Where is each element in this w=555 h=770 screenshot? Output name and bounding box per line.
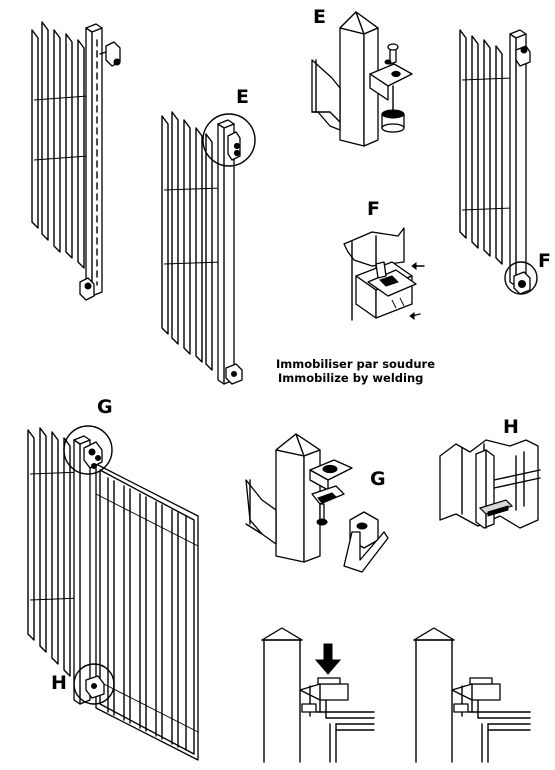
top-bracket: [99, 41, 121, 67]
detail-circle-h: [73, 663, 115, 705]
detail-e-post-top: [311, 11, 413, 147]
label-e-detail: E: [313, 6, 326, 28]
detail-g-hinge: [245, 433, 389, 573]
note-english: Immobilize by welding: [278, 371, 424, 385]
label-g-circle: G: [97, 396, 113, 418]
label-h-circle: H: [51, 672, 67, 694]
detail-f-bracket: [343, 227, 425, 321]
note-french: Immobiliser par soudure: [276, 357, 436, 371]
label-f-detail: F: [367, 198, 380, 220]
label-e-circle: E: [236, 86, 249, 108]
bottom-bracket: [79, 277, 95, 301]
detail-h-bottom-hinge: [439, 439, 541, 529]
detail-circle-f: [504, 261, 538, 295]
label-g-detail: G: [370, 468, 386, 490]
gate-post-with-circle-f: [459, 29, 538, 295]
side-view-final: [413, 627, 531, 763]
side-view-adjust: [261, 627, 375, 763]
fence-panel-with-post: [31, 21, 121, 301]
fence-panel-with-circle-e: [161, 111, 256, 385]
open-gate-assembly: [27, 425, 199, 761]
label-f-circle: F: [538, 250, 551, 272]
detail-circle-e: [202, 113, 256, 167]
detail-circle-g: [63, 425, 113, 475]
label-h-detail: H: [503, 416, 519, 438]
